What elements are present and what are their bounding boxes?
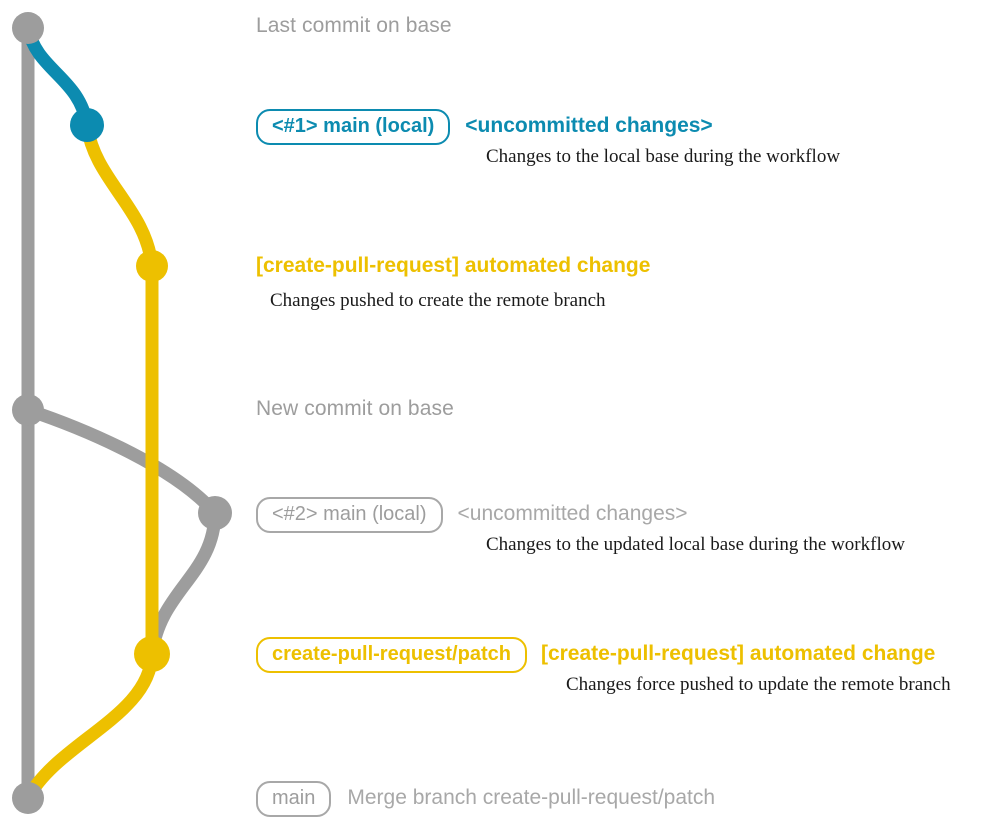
commit-subject: <uncommitted changes> — [465, 114, 713, 137]
commit-node-base-3 — [12, 782, 44, 814]
entry-new-commit-on-base: New commit on base — [256, 397, 454, 421]
commit-description-local-uncommitted-1: Changes to the local base during the wor… — [486, 146, 841, 167]
commit-subject: [create-pull-request] automated change — [540, 642, 936, 665]
commit-subject: Merge branch create-pull-request/patch — [347, 786, 716, 809]
commit-node-local-2 — [198, 496, 232, 530]
entry-last-commit-on-base: Last commit on base — [256, 14, 452, 38]
commit-subject: [create-pull-request] automated change — [256, 254, 651, 277]
entry-local-uncommitted-1: <#1> main (local) <uncommitted changes> — [256, 109, 713, 145]
branch-badge-main-local-2[interactable]: <#2> main (local) — [256, 497, 443, 533]
commit-node-patch-2 — [134, 636, 170, 672]
entry-local-uncommitted-2: <#2> main (local) <uncommitted changes> — [256, 497, 688, 533]
branch-badge-main[interactable]: main — [256, 781, 332, 817]
commit-node-base-1 — [12, 12, 44, 44]
commit-description-automated-change-2: Changes force pushed to update the remot… — [566, 674, 951, 695]
commit-node-patch-1 — [136, 250, 168, 282]
commit-description-automated-change-1: Changes pushed to create the remote bran… — [270, 290, 606, 311]
entry-automated-change-2: create-pull-request/patch [create-pull-r… — [256, 637, 935, 673]
commit-description-local-uncommitted-2: Changes to the updated local base during… — [486, 534, 905, 555]
edge-base2-to-local2 — [21, 403, 222, 520]
edge-local1-to-patch1 — [80, 118, 159, 273]
commit-node-base-2 — [12, 394, 44, 426]
commit-graph — [12, 12, 232, 814]
commit-subject: <uncommitted changes> — [457, 502, 688, 525]
branch-badge-main-local-1[interactable]: <#1> main (local) — [256, 109, 451, 145]
commit-node-local-1 — [70, 108, 104, 142]
branch-badge-create-pull-request-patch[interactable]: create-pull-request/patch — [256, 637, 527, 673]
commit-heading: Last commit on base — [256, 14, 452, 37]
entry-automated-change-1: [create-pull-request] automated change — [256, 253, 650, 278]
commit-heading: New commit on base — [256, 397, 454, 420]
entry-merge-commit: main Merge branch create-pull-request/pa… — [256, 781, 715, 817]
edge-patch2-to-base3 — [21, 647, 159, 805]
commit-nodes — [12, 12, 232, 814]
